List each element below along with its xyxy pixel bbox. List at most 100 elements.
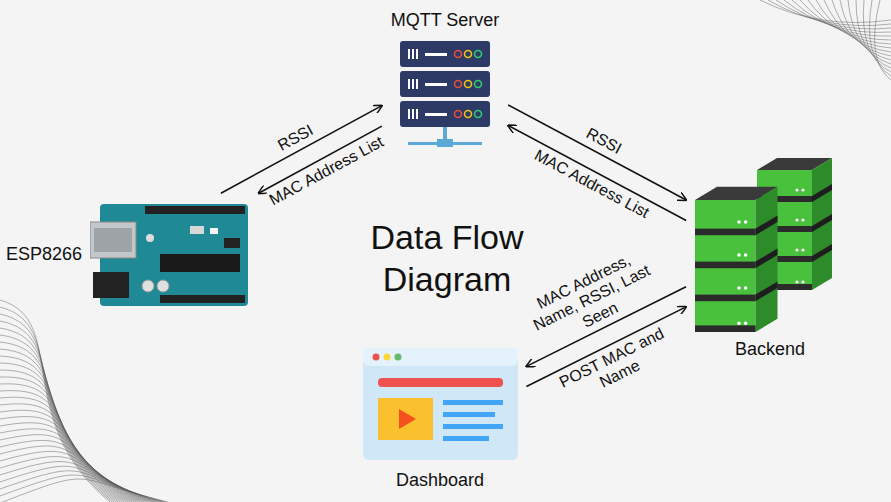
icon-part bbox=[756, 281, 778, 301]
icon-part bbox=[695, 262, 756, 269]
node-label: Dashboard bbox=[396, 470, 484, 491]
icon-part bbox=[443, 412, 495, 417]
icon-part bbox=[443, 400, 503, 405]
icon-part bbox=[400, 41, 490, 67]
icon-part bbox=[363, 348, 518, 366]
icon-part bbox=[408, 49, 410, 59]
icon-part bbox=[801, 248, 804, 251]
node-label: MQTT Server bbox=[391, 10, 500, 31]
icon-part bbox=[443, 424, 503, 429]
icon-part bbox=[400, 71, 490, 97]
icon-part bbox=[425, 83, 447, 86]
icon-part bbox=[408, 142, 482, 145]
icon-part bbox=[801, 280, 804, 283]
icon-part bbox=[90, 222, 136, 258]
esp8266-node: ESP8266 bbox=[6, 198, 250, 310]
icon-part bbox=[210, 228, 218, 234]
icon-part bbox=[812, 214, 832, 232]
icon-part bbox=[744, 253, 748, 257]
mqtt-server-node: MQTT Server bbox=[391, 10, 500, 153]
icon-part bbox=[455, 81, 462, 88]
icon-part bbox=[378, 398, 433, 440]
icon-part bbox=[695, 295, 756, 302]
icon-part bbox=[425, 113, 447, 116]
icon-part bbox=[737, 253, 741, 257]
icon-part bbox=[412, 49, 414, 59]
node-label: Backend bbox=[735, 339, 805, 360]
backend-servers bbox=[695, 150, 845, 335]
icon-part bbox=[412, 109, 414, 119]
icon-part bbox=[363, 348, 518, 460]
icon-part bbox=[94, 228, 132, 252]
icon-part bbox=[146, 234, 154, 242]
icon-part bbox=[812, 158, 832, 290]
icon-part bbox=[801, 188, 804, 191]
icon-part bbox=[383, 354, 390, 361]
dashboard-node: Dashboard bbox=[363, 348, 518, 491]
icon-part bbox=[412, 79, 414, 89]
icon-part bbox=[416, 109, 418, 119]
icon-part bbox=[795, 188, 798, 191]
icon-part bbox=[157, 280, 169, 292]
edge-label: RSSI bbox=[272, 120, 319, 157]
icon-part bbox=[400, 101, 490, 127]
icon-part bbox=[399, 409, 416, 429]
icon-part bbox=[737, 286, 741, 290]
icon-part bbox=[455, 111, 462, 118]
icon-part bbox=[475, 111, 482, 118]
icon-part bbox=[378, 378, 503, 387]
icon-part bbox=[93, 272, 129, 298]
icon-part bbox=[812, 184, 832, 202]
icon-part bbox=[408, 79, 410, 89]
node-label: ESP8266 bbox=[6, 244, 82, 265]
edge-label: RSSI bbox=[580, 123, 627, 160]
icon-part bbox=[475, 51, 482, 58]
icon-part bbox=[416, 79, 418, 89]
icon-part bbox=[737, 321, 741, 325]
esp8266-board bbox=[90, 198, 250, 310]
backend-node: Backend bbox=[695, 150, 845, 360]
icon-part bbox=[145, 206, 245, 214]
icon-part bbox=[372, 354, 379, 361]
icon-part bbox=[142, 280, 154, 292]
icon-part bbox=[465, 51, 472, 58]
icon-part bbox=[465, 81, 472, 88]
icon-part bbox=[408, 109, 410, 119]
icon-part bbox=[394, 354, 401, 361]
icon-part bbox=[695, 187, 778, 332]
icon-part bbox=[744, 286, 748, 290]
icon-part bbox=[475, 81, 482, 88]
icon-part bbox=[801, 218, 804, 221]
icon-part bbox=[756, 187, 778, 332]
icon-part bbox=[416, 49, 418, 59]
icon-part bbox=[744, 321, 748, 325]
icon-part bbox=[756, 248, 778, 268]
icon-part bbox=[455, 51, 462, 58]
node-icon bbox=[90, 198, 250, 310]
icon-part bbox=[695, 325, 756, 332]
icon-part bbox=[744, 220, 748, 224]
icon-part bbox=[795, 280, 798, 283]
icon-part bbox=[695, 229, 756, 236]
node-icon bbox=[400, 41, 490, 153]
icon-part bbox=[795, 248, 798, 251]
icon-part bbox=[425, 53, 447, 56]
icon-part bbox=[160, 254, 240, 272]
icon-part bbox=[795, 218, 798, 221]
node-icon bbox=[695, 150, 845, 335]
node-icon bbox=[363, 348, 518, 460]
icon-part bbox=[737, 220, 741, 224]
icon-part bbox=[190, 226, 204, 234]
edge-label: MAC Address List bbox=[528, 145, 654, 224]
icon-part bbox=[812, 244, 832, 262]
dashboard-window bbox=[363, 348, 518, 460]
icon-part bbox=[224, 238, 240, 248]
diagram-title: Data Flow Diagram bbox=[342, 216, 552, 301]
icon-part bbox=[443, 436, 489, 441]
icon-part bbox=[695, 200, 756, 332]
icon-part bbox=[756, 215, 778, 235]
server-icon bbox=[400, 41, 490, 153]
icon-part bbox=[465, 111, 472, 118]
icon-part bbox=[160, 295, 245, 303]
